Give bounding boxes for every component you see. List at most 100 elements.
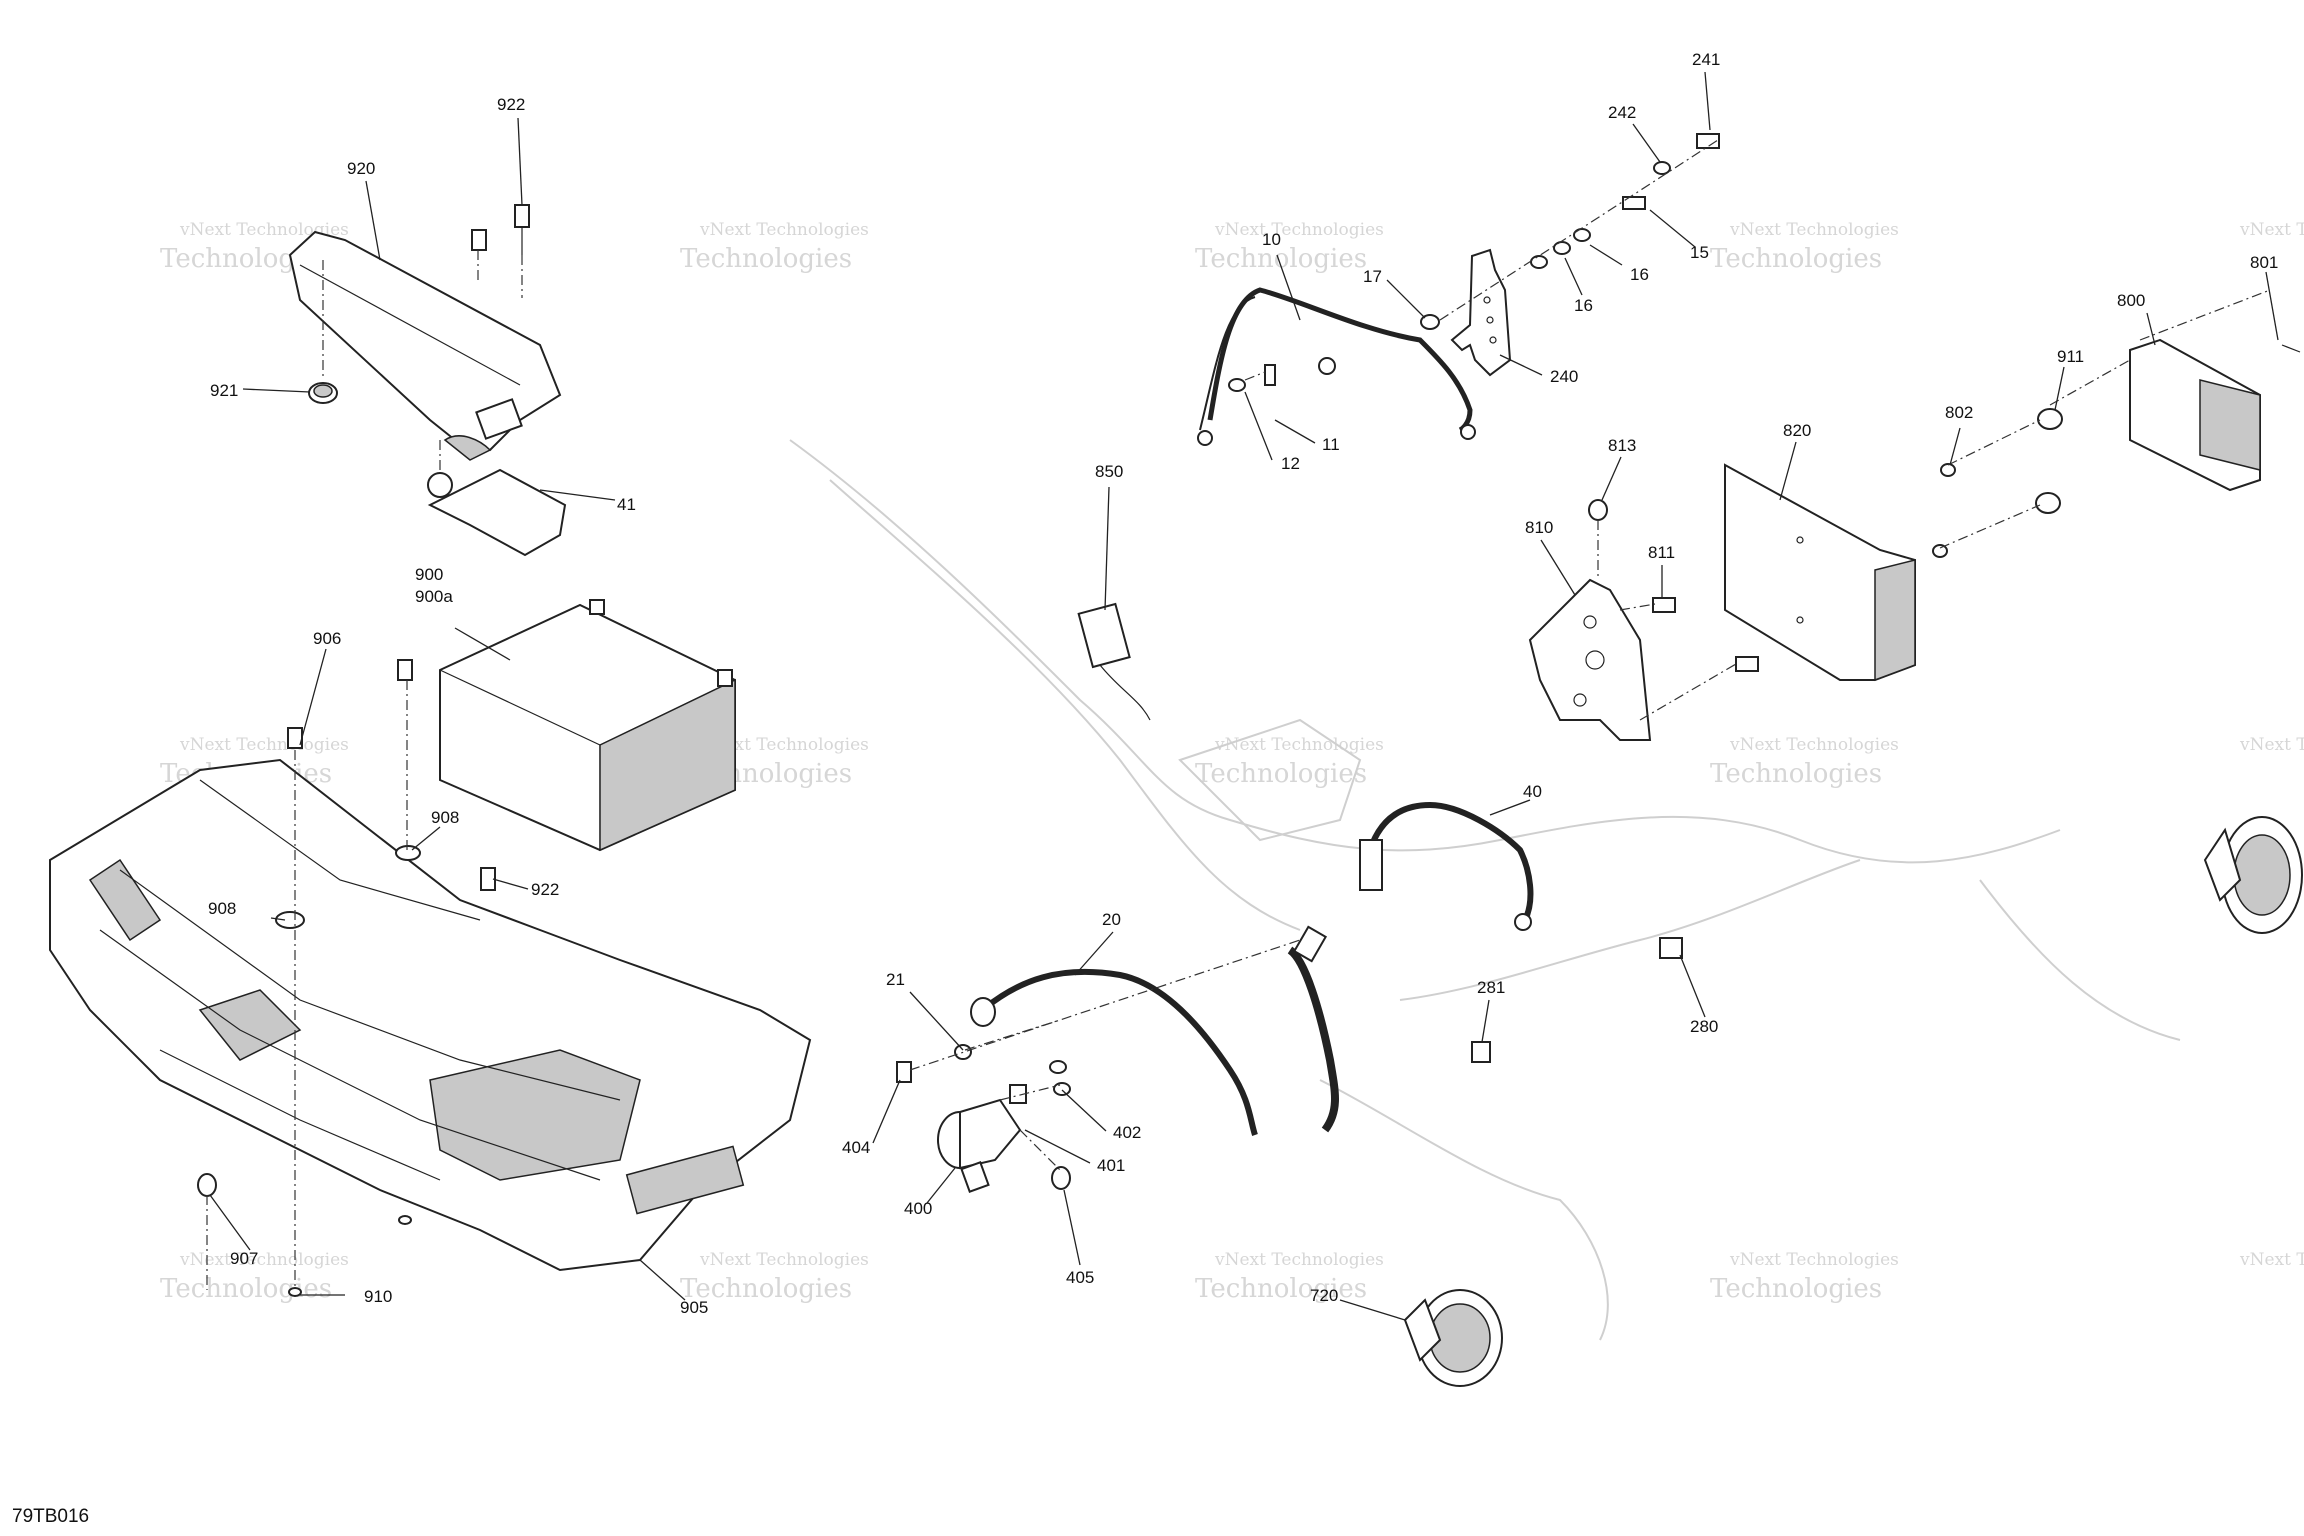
callout-908: 908 — [208, 899, 236, 918]
relay-400 — [896, 1044, 1071, 1193]
watermark: vNext Technologies Technologies — [1195, 1250, 1384, 1304]
callout-720: 720 — [1310, 1286, 1338, 1305]
callout-labels: 241 242 15 16 16 17 10 240 11 12 922 920… — [208, 50, 2278, 1317]
callout-908: 908 — [431, 808, 459, 827]
callout-802: 802 — [1945, 403, 1973, 422]
callout-41: 41 — [617, 495, 636, 514]
watermark: vNext Technologies — [2239, 1250, 2304, 1270]
watermark: vNext Technologies Technologies — [1710, 220, 1899, 274]
callout-813: 813 — [1608, 436, 1636, 455]
svg-text:Technologies: Technologies — [160, 1274, 332, 1304]
callout-910: 910 — [364, 1287, 392, 1306]
callout-281: 281 — [1477, 978, 1505, 997]
leader-lines — [209, 71, 2279, 1321]
callout-401: 401 — [1097, 1156, 1125, 1175]
callout-907: 907 — [230, 1249, 258, 1268]
callout-820: 820 — [1783, 421, 1811, 440]
watermark: vNext Technologies Technologies — [1710, 1250, 1899, 1304]
callout-900: 900 — [415, 565, 443, 584]
light-720 — [1403, 1289, 1503, 1387]
callout-922: 922 — [497, 95, 525, 114]
callout-21: 21 — [886, 970, 905, 989]
nut-921 — [308, 382, 338, 404]
clip-281 — [1471, 1041, 1491, 1063]
battery-tray-905 — [49, 758, 812, 1272]
svg-text:vNext Technologies: vNext Technologies — [1214, 1250, 1384, 1270]
connector-850 — [1077, 602, 1151, 721]
watermark: vNext Technologies Technologies — [160, 1250, 349, 1304]
callout-16: 16 — [1574, 296, 1593, 315]
callout-922: 922 — [531, 880, 559, 899]
watermark: vNext Technologies — [2239, 735, 2304, 755]
callout-20: 20 — [1102, 910, 1121, 929]
svg-text:vNext Technologies: vNext Technologies — [1214, 220, 1384, 240]
svg-text:Technologies: Technologies — [1195, 1274, 1367, 1304]
svg-text:vNext Technologies: vNext Technologies — [1214, 735, 1384, 755]
svg-text:Technologies: Technologies — [1710, 759, 1882, 789]
svg-text:vNext Technologies: vNext Technologies — [179, 735, 349, 755]
battery-900 — [439, 599, 736, 852]
callout-10: 10 — [1262, 230, 1281, 249]
svg-text:Technologies: Technologies — [1195, 759, 1367, 789]
svg-text:vNext Technologies: vNext Technologies — [179, 220, 349, 240]
svg-text:Technologies: Technologies — [1710, 244, 1882, 274]
cable-20 — [970, 925, 1339, 1136]
background-harness — [789, 439, 2181, 1341]
svg-text:vNext Technologies: vNext Technologies — [2239, 735, 2304, 755]
watermark: vNext Technologies — [2239, 220, 2304, 240]
svg-text:vNext Technologies: vNext Technologies — [2239, 220, 2304, 240]
bolt-922-top — [514, 204, 530, 255]
svg-text:vNext Technologies: vNext Technologies — [699, 735, 869, 755]
callout-242: 242 — [1608, 103, 1636, 122]
callout-906: 906 — [313, 629, 341, 648]
bracket-810 — [1528, 499, 1759, 741]
svg-text:vNext Technologies: vNext Technologies — [179, 1250, 349, 1270]
callout-280: 280 — [1690, 1017, 1718, 1036]
svg-text:Technologies: Technologies — [680, 1274, 852, 1304]
bracket-240 — [1228, 133, 1720, 392]
clip-280 — [1659, 937, 1683, 959]
callout-15: 15 — [1690, 243, 1709, 262]
watermark: vNext Technologies Technologies — [680, 220, 869, 274]
watermark: vNext Technologies Technologies — [1195, 220, 1384, 274]
figure-id: 79TB016 — [12, 1506, 89, 1527]
bracket-920 — [288, 230, 562, 461]
bolts-906-922 — [197, 659, 496, 1297]
svg-text:vNext Technologies: vNext Technologies — [699, 220, 869, 240]
callout-240: 240 — [1550, 367, 1578, 386]
svg-text:vNext Technologies: vNext Technologies — [1729, 735, 1899, 755]
callout-900a: 900a — [415, 587, 453, 606]
callout-810: 810 — [1525, 518, 1553, 537]
svg-text:vNext Technologies: vNext Technologies — [699, 1250, 869, 1270]
callout-905: 905 — [680, 1298, 708, 1317]
cable-40 — [1359, 801, 1534, 931]
callout-241: 241 — [1692, 50, 1720, 69]
svg-text:Technologies: Technologies — [680, 244, 852, 274]
light-right — [2203, 816, 2303, 934]
callout-402: 402 — [1113, 1123, 1141, 1142]
svg-text:vNext Technologies: vNext Technologies — [1729, 1250, 1899, 1270]
svg-text:vNext Technologies: vNext Technologies — [1729, 220, 1899, 240]
callout-800: 800 — [2117, 291, 2145, 310]
callout-11: 11 — [1322, 435, 1340, 454]
cover-820 — [1724, 463, 1916, 682]
callout-920: 920 — [347, 159, 375, 178]
bolt-top-small — [471, 229, 487, 251]
callout-850: 850 — [1095, 462, 1123, 481]
callout-801: 801 — [2250, 253, 2278, 272]
callout-400: 400 — [904, 1199, 932, 1218]
module-800 — [2129, 338, 2301, 492]
callout-404: 404 — [842, 1138, 870, 1157]
svg-text:vNext Technologies: vNext Technologies — [2239, 1250, 2304, 1270]
watermark: vNext Technologies Technologies — [1195, 735, 1384, 789]
callout-40: 40 — [1523, 782, 1542, 801]
washers-802-911 — [1932, 408, 2063, 558]
svg-text:Technologies: Technologies — [1710, 1274, 1882, 1304]
callout-405: 405 — [1066, 1268, 1094, 1287]
callout-16: 16 — [1630, 265, 1649, 284]
callout-17: 17 — [1363, 267, 1382, 286]
watermark: vNext Technologies Technologies — [680, 1250, 869, 1304]
ground-cable-41 — [427, 468, 567, 557]
callout-12: 12 — [1281, 454, 1300, 473]
